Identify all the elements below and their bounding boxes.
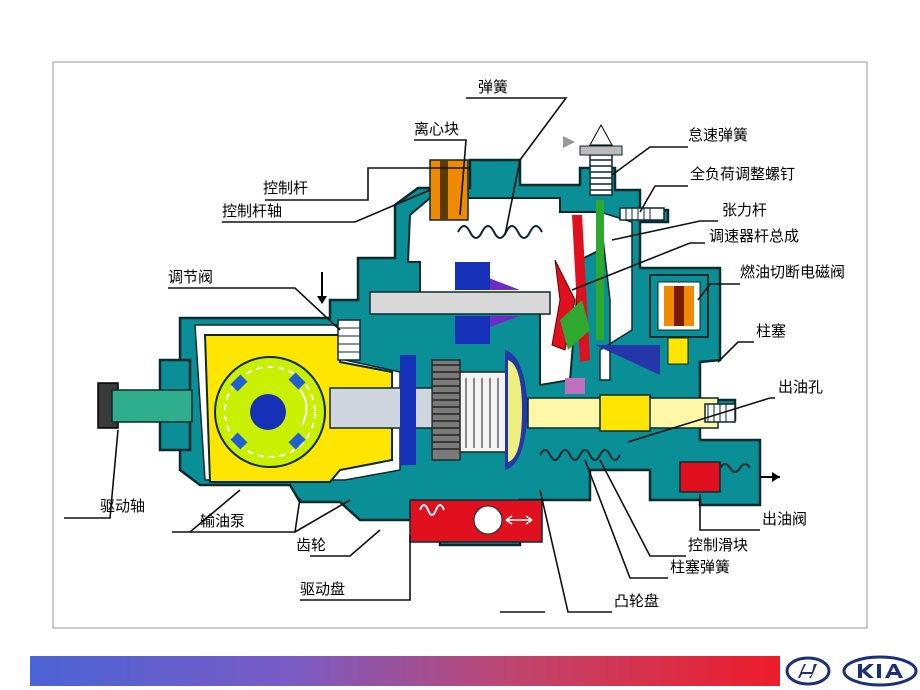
label-plunger-spring: 柱塞弹簧 <box>670 558 730 576</box>
label-control-lever-shaft: 控制杆轴 <box>222 202 282 220</box>
idle-spring-assembly <box>563 123 623 196</box>
plunger-assembly <box>527 345 736 461</box>
governor-lever-assembly <box>551 200 604 394</box>
label-regulating-valve: 调节阀 <box>168 268 213 286</box>
label-idle-spring: 怠速弹簧 <box>688 126 748 144</box>
label-drive-disc: 驱动盘 <box>300 580 345 598</box>
label-full-load-screw: 全负荷调整螺钉 <box>690 165 795 183</box>
fuel-cutoff-solenoid <box>649 274 709 365</box>
full-load-screw <box>619 207 665 221</box>
label-fuel-cutoff-solenoid: 燃油切断电磁阀 <box>740 263 845 281</box>
label-control-lever: 控制杆 <box>263 179 308 197</box>
regulating-valve <box>317 272 361 361</box>
label-control-sleeve: 控制滑块 <box>688 536 748 554</box>
footer-gradient-bar <box>30 656 780 686</box>
feed-pump <box>203 334 393 483</box>
gear <box>431 359 507 461</box>
label-cam-disc: 凸轮盘 <box>614 592 659 610</box>
cam-disc <box>505 350 528 470</box>
kia-logo-icon <box>842 655 918 687</box>
label-plunger: 柱塞 <box>756 322 786 340</box>
governor-flyweights <box>369 159 551 344</box>
drive-disc <box>409 499 543 543</box>
label-feed-pump: 输油泵 <box>200 512 245 530</box>
footer-logos <box>785 655 918 687</box>
label-governor-lever-assembly: 调速器杆总成 <box>709 227 799 245</box>
label-flyweight: 离心块 <box>414 120 459 138</box>
label-delivery-valve: 出油阀 <box>762 510 807 528</box>
delivery-valve <box>679 461 780 493</box>
label-tension-lever: 张力杆 <box>722 201 767 219</box>
label-drive-shaft: 驱动轴 <box>100 497 145 515</box>
hyundai-logo-icon <box>785 656 831 686</box>
label-outlet-port: 出油孔 <box>778 378 823 396</box>
leader-lines <box>64 97 775 613</box>
label-spring: 弹簧 <box>478 78 508 96</box>
labels: 弹簧 离心块 怠速弹簧 全负荷调整螺钉 控制杆 控制杆轴 张力杆 调速器杆总成 … <box>100 78 845 610</box>
label-gear: 齿轮 <box>296 536 326 554</box>
